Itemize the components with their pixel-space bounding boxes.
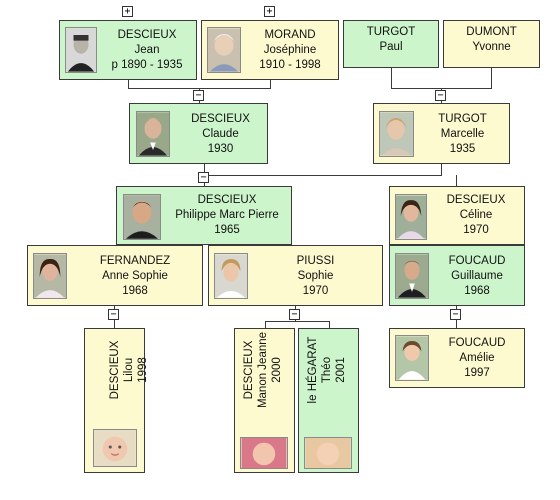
person-dates: 1930 (207, 143, 234, 155)
person-surname: FOUCAUD (448, 255, 506, 267)
person-surname: DESCIEUX (197, 194, 257, 206)
portrait-photo (304, 437, 352, 469)
person-card-sophie[interactable]: PIUSSI Sophie 1970 (208, 245, 383, 306)
person-given-name: Paul (379, 41, 403, 53)
connector-line (128, 80, 129, 88)
person-card-celine[interactable]: DESCIEUX Céline 1970 (389, 186, 525, 245)
person-surname: DESCIEUX (117, 29, 177, 41)
person-given-name: Manon Jeanne (257, 331, 269, 409)
person-dates: 1997 (464, 367, 490, 379)
connector-line (265, 321, 329, 322)
portrait-photo (395, 335, 429, 381)
person-given-name: Sophie (297, 270, 334, 282)
person-card-guillaume[interactable]: FOUCAUD Guillaume 1968 (389, 245, 525, 306)
person-given-name: Yvonne (472, 41, 511, 53)
person-surname: FOUCAUD (448, 337, 506, 349)
connector-line (270, 80, 271, 88)
collapse-toggle-marcelle[interactable]: − (435, 90, 446, 101)
portrait-photo (65, 27, 97, 73)
person-surname: PIUSSI (296, 255, 335, 267)
person-given-name: Claude (202, 128, 239, 140)
person-surname: DESCIEUX (243, 340, 255, 400)
person-dates: 1968 (122, 285, 148, 297)
person-given-name: Joséphine (263, 44, 317, 56)
person-surname: TURGOT (366, 26, 416, 38)
person-surname: DUMONT (466, 26, 517, 38)
person-surname: MORAND (264, 29, 316, 41)
person-surname: DESCIEUX (446, 194, 506, 206)
connector-line (265, 321, 266, 328)
person-given-name: Philippe Marc Pierre (175, 209, 279, 221)
person-card-claude[interactable]: DESCIEUX Claude 1930 (129, 103, 268, 164)
connector-line (456, 175, 457, 186)
person-card-jean[interactable]: DESCIEUX Jean p 1890 - 1935 (59, 20, 197, 80)
person-card-anne-sophie[interactable]: FERNANDEZ Anne Sophie 1968 (27, 245, 203, 306)
person-given-name: Céline (459, 209, 493, 221)
collapse-toggle-guillaume[interactable]: − (450, 309, 461, 320)
portrait-photo (240, 437, 288, 469)
person-given-name: Théo (321, 356, 333, 384)
collapse-toggle-sophie[interactable]: − (289, 309, 300, 320)
person-card-marcelle[interactable]: TURGOT Marcelle 1935 (373, 103, 510, 164)
person-dates: 1910 - 1998 (259, 59, 321, 71)
connector-line (329, 321, 330, 328)
person-card-paul[interactable]: TURGOT Paul (343, 20, 439, 68)
person-given-name: Amélie (459, 352, 495, 364)
person-dates: 1970 (302, 285, 329, 297)
person-dates: 1965 (214, 224, 240, 236)
person-dates: 1935 (449, 143, 476, 155)
person-surname: FERNANDEZ (99, 255, 171, 267)
portrait-photo (123, 194, 161, 240)
person-given-name: Guillaume (451, 270, 503, 282)
person-dates: 2001 (335, 357, 347, 383)
portrait-photo (93, 429, 137, 467)
person-card-lilou[interactable]: DESCIEUX Lilou 1998 (84, 328, 149, 473)
collapse-toggle-anne[interactable]: − (108, 309, 119, 320)
person-card-manon[interactable]: DESCIEUX Manon Jeanne 2000 (234, 328, 295, 473)
connector-line (441, 164, 442, 175)
portrait-photo (395, 194, 427, 240)
person-given-name: Anne Sophie (102, 270, 168, 282)
portrait-photo (379, 111, 414, 157)
portrait-photo (207, 27, 241, 73)
person-given-name: Lilou (123, 357, 135, 383)
person-card-josephine[interactable]: MORAND Joséphine 1910 - 1998 (201, 20, 339, 80)
person-card-yvonne[interactable]: DUMONT Yvonne (443, 20, 540, 68)
portrait-photo (395, 253, 429, 299)
person-dates: 1970 (463, 224, 489, 236)
person-card-amelie[interactable]: FOUCAUD Amélie 1997 (389, 328, 525, 388)
person-card-theo[interactable]: le HÉGARAT Théo 2001 (298, 328, 359, 473)
expand-toggle-jean[interactable]: + (122, 6, 133, 17)
person-surname: DESCIEUX (109, 340, 121, 400)
connector-line (391, 68, 392, 88)
person-surname: le HÉGARAT (307, 336, 319, 404)
person-dates: 1998 (137, 357, 149, 383)
person-given-name: Jean (134, 44, 160, 56)
person-dates: 2000 (271, 357, 283, 383)
expand-toggle-josephine[interactable]: + (264, 6, 275, 17)
connector-line (204, 175, 442, 176)
collapse-toggle-philippe[interactable]: − (198, 172, 209, 183)
portrait-photo (136, 111, 170, 157)
connector-line (491, 68, 492, 88)
person-dates: p 1890 - 1935 (111, 59, 183, 71)
portrait-photo (33, 253, 67, 299)
portrait-photo (214, 253, 248, 299)
collapse-toggle-claude[interactable]: − (193, 90, 204, 101)
person-dates: 1968 (464, 285, 490, 297)
person-given-name: Marcelle (440, 128, 485, 140)
person-surname: DESCIEUX (191, 113, 250, 125)
person-card-philippe[interactable]: DESCIEUX Philippe Marc Pierre 1965 (116, 186, 292, 245)
person-surname: TURGOT (438, 113, 487, 125)
